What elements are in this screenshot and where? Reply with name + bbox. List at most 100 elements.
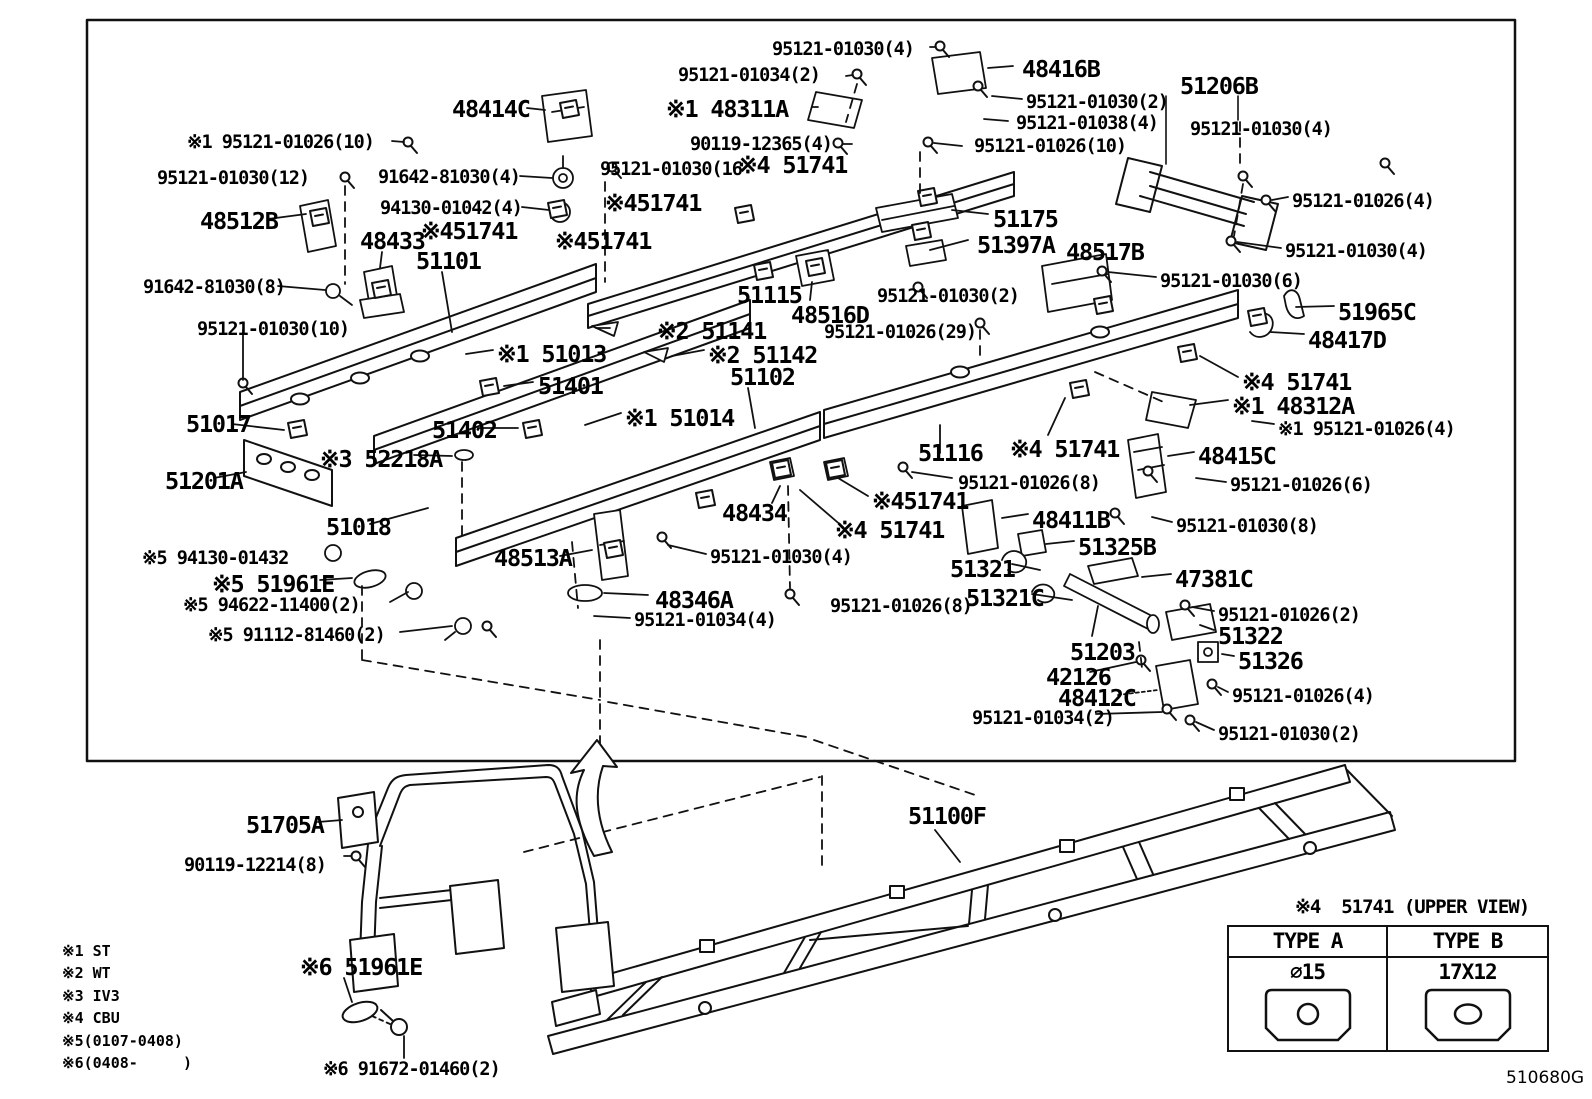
leader-lines — [213, 46, 1335, 863]
part-label: 51397A — [977, 231, 1056, 259]
part-label: 95121-01026(8) — [958, 473, 1101, 494]
part-label: ※4 51741 — [1010, 435, 1120, 463]
figure-code: 510680G — [1506, 1068, 1585, 1088]
part-label: ※4 51741 — [738, 151, 848, 179]
type-b-header: TYPE B — [1388, 927, 1547, 958]
part-label: 42126 — [1046, 663, 1112, 691]
part-label: 95121-01026(4) — [1232, 686, 1375, 707]
part-label: 48517B — [1066, 238, 1145, 266]
part-label: 95121-01030(12) — [157, 168, 310, 189]
part-label: 95121-01034(2) — [678, 65, 821, 86]
part-label: 95121-01026(29) — [824, 322, 977, 343]
diagram-box — [85, 18, 1517, 763]
legend-item: ※3 IV3 — [62, 986, 120, 1005]
part-label: ※6 51961E — [300, 953, 423, 981]
part-label: ※451741 — [555, 227, 652, 255]
part-label: 48414C — [452, 95, 531, 123]
front-crossmember — [243, 439, 333, 507]
legend-item: ※1 ST — [62, 942, 111, 960]
part-label: 51965C — [1338, 298, 1417, 326]
part-label: 95121-01026(6) — [1230, 475, 1373, 496]
part-label: 51402 — [432, 416, 498, 444]
type-b-plate-icon — [1424, 988, 1511, 1042]
part-label: ※5 94130-01432 — [142, 548, 289, 569]
part-label: ※4 51741 — [1242, 368, 1352, 396]
part-label: 51203 — [1070, 638, 1136, 666]
legend-item: ※5(0107-0408) — [62, 1031, 183, 1050]
legend-item: ※6(0408- ) — [62, 1053, 192, 1072]
part-label: ※6 91672-01460(2) — [323, 1059, 501, 1080]
part-label: 48416B — [1022, 55, 1101, 83]
part-label: 51401 — [538, 372, 604, 400]
part-label: 51321 — [950, 555, 1016, 583]
part-label: 51018 — [326, 513, 392, 541]
part-label: 51116 — [918, 439, 984, 467]
type-a-cell: ∅15 — [1229, 958, 1388, 1050]
part-label: 95121-01030(4) — [772, 39, 915, 60]
upper-view-inset: ※4 51741 (UPPER VIEW) TYPE A TYPE B ∅15 … — [1227, 896, 1549, 1052]
part-label: ※1 48312A — [1232, 392, 1355, 420]
part-label: 95121-01026(8) — [830, 596, 973, 617]
part-label: ※5 94622-11400(2) — [183, 595, 361, 616]
part-label: 95121-01030(10) — [197, 319, 350, 340]
part-label: 51100F — [908, 802, 987, 830]
part-label: 48433 — [360, 227, 426, 255]
legend-item: ※2 WT — [62, 964, 111, 983]
part-label: 51115 — [737, 281, 803, 309]
part-label: ※451741 — [872, 487, 969, 515]
legend-item: ※4 CBU — [62, 1009, 120, 1028]
part-label: 95121-01030(2) — [1218, 724, 1361, 745]
type-a-header: TYPE A — [1229, 927, 1388, 958]
type-a-plate-icon — [1264, 988, 1351, 1042]
part-label: 51101 — [416, 247, 482, 275]
part-label: 95121-01030(4) — [1190, 119, 1333, 140]
part-label: ※1 51013 — [497, 340, 607, 368]
part-label: 48417D — [1308, 326, 1387, 354]
part-label: ※451741 — [421, 217, 518, 245]
part-label: 95121-01030(6) — [1160, 271, 1303, 292]
part-label: ※3 52218A — [320, 445, 443, 473]
part-label: 91642-81030(4) — [378, 167, 521, 188]
part-label: 95121-01034(4) — [634, 610, 777, 631]
part-label: 48415C — [1198, 442, 1277, 470]
part-label: 95121-01030(2) — [1026, 92, 1169, 113]
part-label: 91642-81030(8) — [143, 277, 286, 298]
part-label: 95121-01030(2) — [877, 286, 1020, 307]
part-label: 51326 — [1238, 647, 1304, 675]
part-label: 95121-01034(2) — [972, 708, 1115, 729]
part-label: 51325B — [1078, 533, 1157, 561]
type-a-spec: ∅15 — [1290, 960, 1326, 984]
part-label: 51017 — [186, 410, 252, 438]
part-label: ※1 95121-01026(10) — [187, 132, 375, 153]
part-label: 51175 — [993, 205, 1059, 233]
part-label: 95121-01030(16 — [600, 159, 743, 180]
part-label: 51201A — [165, 467, 244, 495]
part-label: 51322 — [1218, 622, 1284, 650]
part-label: 48412C — [1058, 684, 1137, 712]
rear-crossmember — [1115, 157, 1279, 251]
part-label: 48516D — [791, 301, 870, 329]
part-label: 95121-01026(10) — [974, 136, 1127, 157]
part-label: ※5 51961E — [212, 570, 335, 598]
part-label: 95121-01026(2) — [1218, 605, 1361, 626]
part-label: 51206B — [1180, 72, 1259, 100]
part-label: 51102 — [730, 363, 796, 391]
part-label: 95121-01030(4) — [710, 547, 853, 568]
part-label: 48411B — [1032, 506, 1111, 534]
part-label: ※5 91112-81460(2) — [208, 625, 386, 646]
type-table: TYPE A TYPE B ∅15 17X12 — [1227, 925, 1549, 1052]
part-label: 90119-12365(4) — [690, 134, 833, 155]
assembly-arrow-icon — [570, 739, 618, 857]
dashed-lines — [344, 83, 1244, 869]
part-label: ※1 51014 — [625, 404, 735, 432]
part-label: 95121-01026(4) — [1292, 191, 1435, 212]
part-label: ※1 48311A — [666, 95, 789, 123]
part-label: 95121-01038(4) — [1016, 113, 1159, 134]
part-label: ※2 51141 — [657, 317, 767, 345]
footnote-legend: ※1 ST ※2 WT ※3 IV3 ※4 CBU ※5(0107-0408) ※6(04… — [62, 942, 192, 1076]
part-label: 51705A — [246, 811, 325, 839]
part-label: ※2 51142 — [708, 341, 818, 369]
part-label: 47381C — [1175, 565, 1254, 593]
inset-title: ※4 51741 (UPPER VIEW) — [1295, 896, 1530, 918]
